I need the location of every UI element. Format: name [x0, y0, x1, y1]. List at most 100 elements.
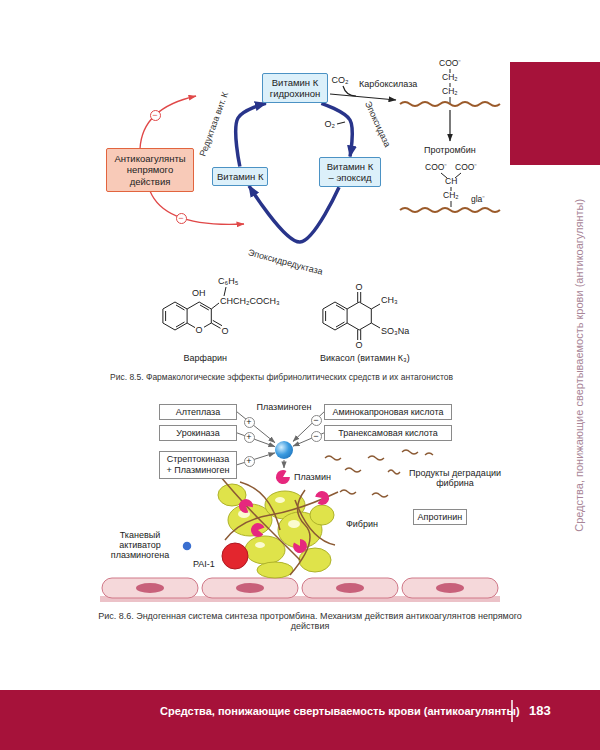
endothelium: [236, 583, 264, 593]
formula-text: CH₂: [442, 87, 458, 97]
footer-text: Средства, понижающие свертываемость кров…: [160, 705, 520, 718]
node-text: Транексамовая кислота: [329, 428, 447, 439]
warfarin-structure: [163, 287, 226, 330]
aprotinin-symbol: [388, 510, 396, 526]
node-text: Витамин К – эпоксид: [324, 161, 376, 184]
atom-label: O: [356, 340, 363, 350]
inhibition-sign: −: [150, 110, 161, 121]
endothelium: [336, 583, 364, 593]
formula-text: COO⁻: [425, 163, 447, 173]
enzyme-label: Карбоксилаза: [359, 79, 417, 89]
vikasol-structure: [323, 302, 371, 330]
compound-name: Варфарин: [184, 353, 227, 363]
chapter-tab: [510, 62, 600, 165]
vikasol-structure: [358, 292, 380, 340]
activation-arrow: [237, 433, 275, 447]
atom-label: OH: [192, 288, 206, 298]
metabolite-box: Витамин К – эпоксид: [319, 157, 381, 188]
clot: [218, 484, 334, 578]
section-tab-text: Средства, понижающие свертываемость кров…: [573, 198, 586, 531]
endothelium: [102, 578, 198, 598]
reaction-arrow: [337, 122, 345, 124]
inhibition-sign: −: [311, 415, 322, 426]
formula-text: CO₂: [332, 75, 349, 85]
protein-chain: [400, 102, 500, 212]
reaction-arrow: [449, 110, 450, 141]
atom-label: O: [356, 282, 363, 292]
warfarin-structure: [163, 302, 211, 330]
inhibition-sign: −: [176, 213, 187, 224]
protein-chain: [400, 102, 500, 106]
footer-band: [0, 690, 600, 750]
vikasol-structure: [326, 305, 345, 327]
compound-name: Викасол (витамин К₃): [320, 353, 410, 363]
molecule-label: PAI-1: [193, 559, 215, 569]
atom-label: O: [222, 326, 229, 336]
figure-caption: Рис. 8.5. Фармакологические эффекты фибр…: [110, 373, 453, 383]
node-text: Антикоагулянты непрямого действия: [111, 153, 189, 187]
chemical-bond: [441, 173, 461, 207]
degradation-fragment: [340, 490, 356, 494]
node-text: Алтеплаза: [164, 407, 232, 418]
reaction-arrow: [343, 86, 356, 96]
cycle-arrow: [249, 186, 339, 242]
node-text: Апротинин: [418, 512, 463, 523]
inhibition-line: [140, 96, 196, 149]
clot: [275, 497, 285, 503]
node-text: Витамин К гидрохинон: [267, 77, 323, 100]
drug-box: Апротинин: [413, 509, 468, 526]
plasmin-symbol: [291, 537, 310, 555]
formula-text: CH: [445, 177, 457, 187]
atom-label: CH₃: [381, 295, 398, 305]
formula-text: CH₂: [442, 73, 458, 83]
activation-arrow: [284, 460, 285, 468]
node-text: Витамин К: [217, 171, 263, 182]
molecule-label: Фибрин: [346, 519, 378, 529]
node-text: Урокиназа: [164, 428, 232, 439]
cycle-arrow: [236, 103, 266, 166]
reaction-arrow: [330, 86, 450, 141]
enzyme-label: Эпоксидредуктаза: [246, 247, 325, 277]
clot: [257, 562, 293, 578]
formula-text: COO⁻: [455, 163, 477, 173]
plasmin-symbol: [250, 522, 265, 538]
degradation-fragment: [388, 470, 400, 474]
activation-sign: +: [244, 456, 255, 467]
metabolite-box: Витамин К гидрохинон: [262, 73, 328, 104]
endothelium: [436, 583, 464, 593]
formula-text: O₂: [325, 119, 336, 129]
formula-text: gla⁻: [471, 195, 485, 205]
molecule-label: Тканевый активатор плазминогена: [100, 530, 180, 561]
fibrin-strand: [290, 490, 310, 575]
pai1-symbol: [205, 538, 212, 552]
node-text: Плазминоген: [256, 402, 311, 413]
molecule-label: Плазмин: [294, 472, 331, 482]
fibrin-strand: [295, 500, 335, 545]
formula-text: CH₂: [443, 191, 459, 201]
atom-label: SO₃Na: [381, 326, 409, 336]
activation-sign: +: [244, 417, 255, 428]
reaction-arrow: [330, 94, 396, 100]
drug-box: Аминокапроновая кислота: [324, 404, 452, 421]
degradation-fragment: [368, 456, 384, 460]
warfarin-structure: [166, 305, 209, 327]
page-number: 183: [529, 704, 551, 719]
endothelium: [302, 578, 398, 598]
degradation-fragment: [372, 493, 388, 497]
enzyme-label: Редуктаза вит. К: [197, 90, 231, 159]
clot: [255, 542, 265, 548]
activation-arrow: [237, 412, 275, 443]
node-text: Аминокапроновая кислота: [329, 407, 447, 418]
drug-box: Транексамовая кислота: [324, 425, 452, 442]
drug-box: Стрептокиназа + Плазминоген: [159, 451, 237, 479]
inhibition-sign: −: [311, 431, 322, 442]
drug-box: Антикоагулянты непрямого действия: [106, 148, 194, 192]
plasmin-symbol: [273, 468, 291, 487]
atom-label: CHCH₂COCH₃: [220, 296, 280, 306]
inhibition-line: [150, 191, 244, 224]
plasmin-symbol: [236, 468, 331, 556]
clot: [245, 536, 285, 564]
endothelium: [136, 583, 164, 593]
molecule-label: Продукты деградации фибрина: [405, 468, 505, 489]
